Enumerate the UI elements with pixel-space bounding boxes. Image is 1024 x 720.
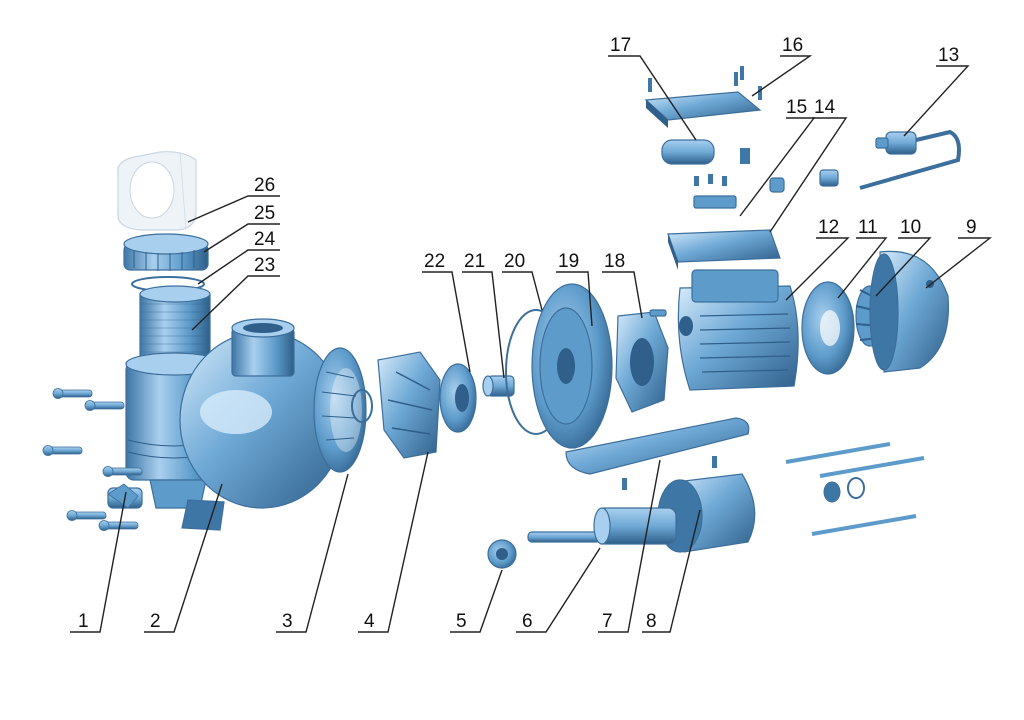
part-25-lid-ring <box>123 233 209 271</box>
label-14: 14 <box>814 97 836 118</box>
label-22: 22 <box>424 251 445 272</box>
leader-16 <box>751 55 813 97</box>
leader-15 <box>739 117 816 217</box>
leader-21 <box>462 271 505 379</box>
label-19: 19 <box>558 251 579 272</box>
leader-7 <box>598 459 661 633</box>
leader-22 <box>422 271 471 373</box>
part-18-front-flange <box>615 309 669 413</box>
leader-26 <box>187 195 280 223</box>
part-5-bearing <box>487 539 517 569</box>
part-1-bolts <box>42 388 143 531</box>
label-26: 26 <box>254 175 275 196</box>
label-7: 7 <box>602 611 613 632</box>
part-26-transparent-lid <box>117 151 197 231</box>
leader-23 <box>191 275 280 331</box>
leader-2 <box>144 483 223 633</box>
label-13: 13 <box>938 45 959 66</box>
label-23: 23 <box>254 255 275 276</box>
part-12-motor-housing <box>677 269 799 391</box>
label-17: 17 <box>610 35 631 56</box>
leader-14 <box>769 117 848 233</box>
label-18: 18 <box>604 251 625 272</box>
label-9: 9 <box>966 217 977 238</box>
part-16-17-terminal-cover <box>644 66 762 165</box>
part-14-15-terminal-box <box>667 148 781 270</box>
label-6: 6 <box>522 611 533 632</box>
leader-19 <box>556 271 593 327</box>
part-3-diffuser <box>313 347 373 473</box>
label-2: 2 <box>150 611 161 632</box>
leader-4 <box>358 451 429 633</box>
part-6-rotor-shaft <box>527 507 677 545</box>
part-22-seal-ring <box>439 363 477 433</box>
label-16: 16 <box>782 35 803 56</box>
leader-9 <box>925 237 993 289</box>
label-25: 25 <box>254 203 275 224</box>
leader-1 <box>70 491 127 633</box>
label-1: 1 <box>78 611 89 632</box>
part-19-20-seal-plate <box>531 283 613 449</box>
leader-17 <box>608 55 697 141</box>
leader-6 <box>516 547 601 633</box>
leader-20 <box>502 271 543 311</box>
label-3: 3 <box>282 611 293 632</box>
tie-rods <box>785 442 925 536</box>
leader-12 <box>785 237 850 301</box>
leader-24 <box>197 249 280 285</box>
part-7-base-plate <box>565 417 750 490</box>
label-12: 12 <box>818 217 839 238</box>
label-11: 11 <box>858 217 878 238</box>
leader-25 <box>203 223 280 253</box>
leader-3 <box>276 473 349 633</box>
part-8-stator <box>657 473 756 553</box>
leader-11 <box>837 237 888 299</box>
leader-5 <box>450 569 503 633</box>
part-13-cable-gland <box>769 129 961 193</box>
label-21: 21 <box>464 251 485 272</box>
part-11-rear-flange <box>801 281 855 375</box>
label-20: 20 <box>504 251 525 272</box>
leader-lines <box>70 55 993 633</box>
label-8: 8 <box>646 611 657 632</box>
label-24: 24 <box>254 229 276 250</box>
part-9-fan-cover <box>869 250 950 373</box>
part-4-impeller <box>377 351 441 459</box>
label-5: 5 <box>456 611 467 632</box>
label-4: 4 <box>364 611 375 632</box>
part-2-pump-housing <box>107 318 345 531</box>
leader-10 <box>875 237 932 297</box>
label-15: 15 <box>786 97 807 118</box>
leader-8 <box>642 509 701 633</box>
leader-18 <box>602 271 643 319</box>
callout-labels: 1 2 3 4 5 6 7 8 9 10 11 12 13 14 15 16 1… <box>78 35 977 632</box>
leader-13 <box>903 65 970 137</box>
label-10: 10 <box>900 217 921 238</box>
